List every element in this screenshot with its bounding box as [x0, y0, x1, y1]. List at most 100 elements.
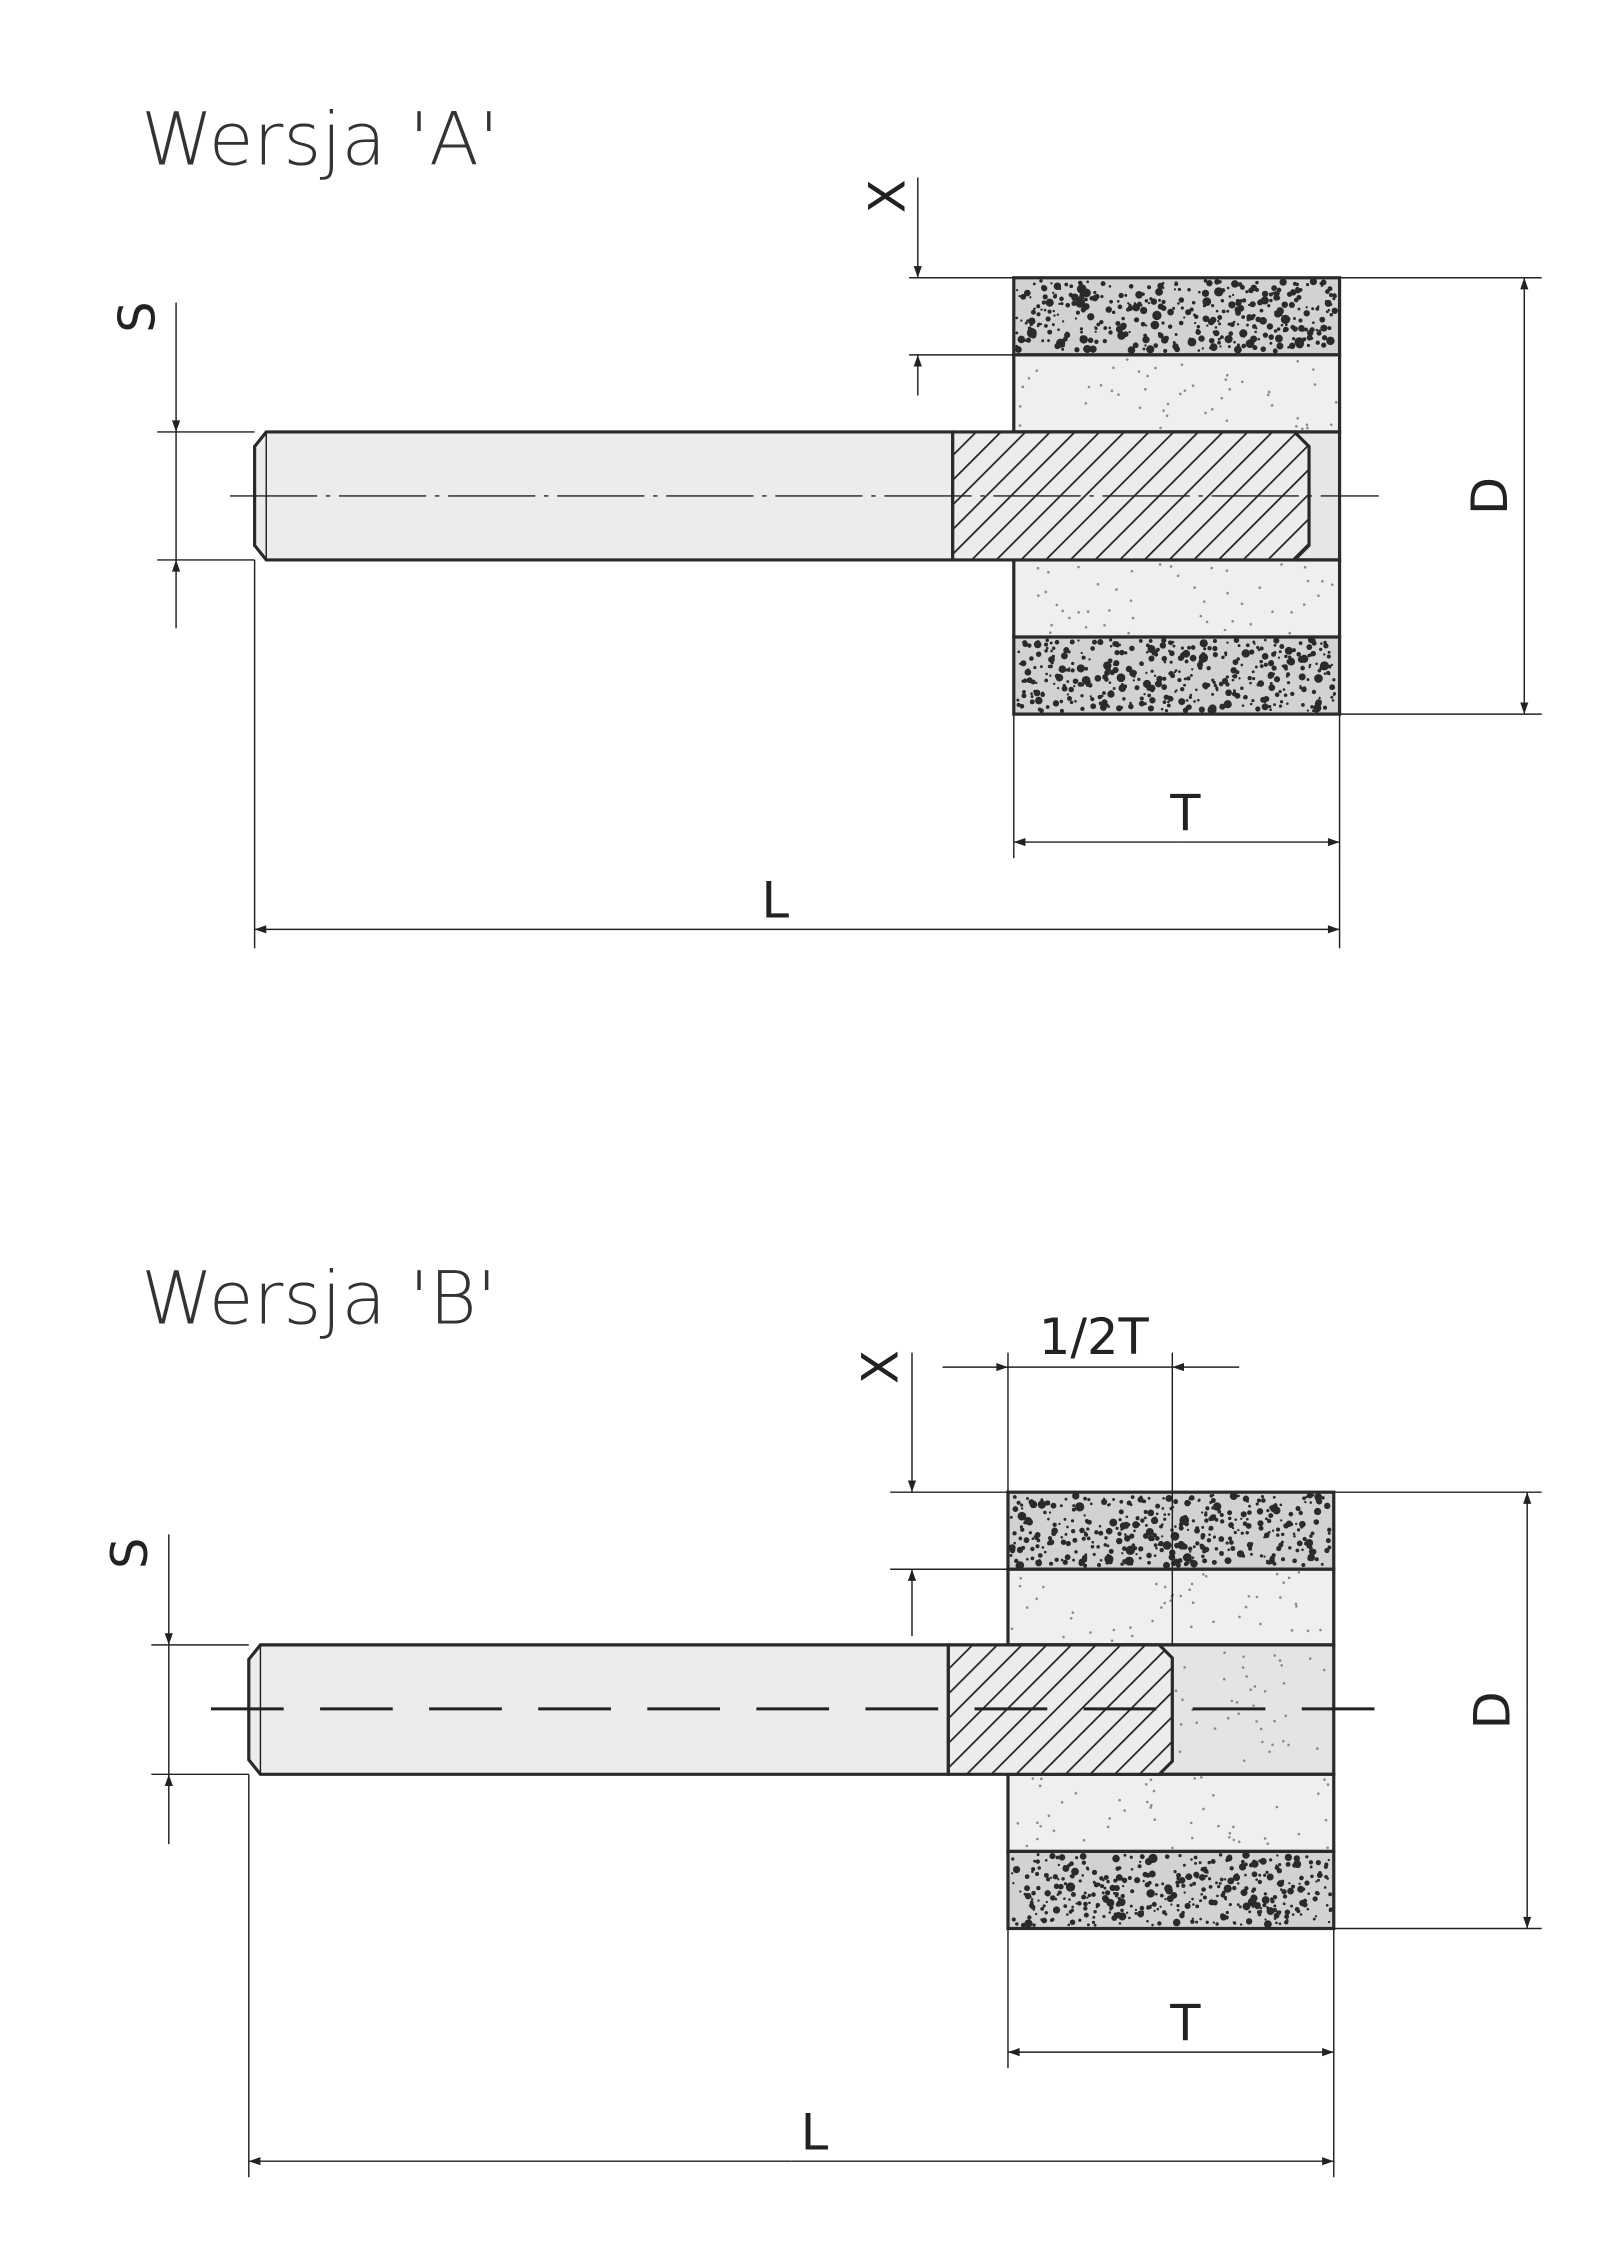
abrasive-grain	[1206, 1538, 1212, 1543]
abrasive-grain	[1252, 345, 1258, 351]
abrasive-grain	[1288, 301, 1295, 309]
abrasive-grain	[1295, 282, 1299, 287]
abrasive-texture	[1010, 1571, 1322, 1642]
abrasive-grain	[1248, 1546, 1253, 1551]
abrasive-grain	[1242, 1655, 1245, 1658]
abrasive-grain	[1245, 1675, 1248, 1678]
abrasive-grain	[1269, 708, 1272, 712]
abrasive-grain	[1125, 358, 1129, 361]
abrasive-grain	[1047, 309, 1052, 314]
abrasive-grain	[1085, 684, 1089, 687]
abrasive-grain	[1151, 1923, 1154, 1927]
abrasive-grain	[1283, 1523, 1289, 1529]
abrasive-grain	[1074, 347, 1080, 353]
abrasive-grain	[1103, 326, 1108, 330]
abrasive-grain	[1092, 639, 1097, 645]
abrasive-grain	[1100, 294, 1104, 299]
abrasive-grain	[1027, 1915, 1032, 1920]
abrasive-grain	[1072, 1504, 1076, 1508]
abrasive-grain	[1276, 342, 1284, 350]
label-t: T	[1169, 784, 1201, 842]
abrasive-grain	[1199, 614, 1203, 618]
abrasive-grain	[1052, 1874, 1059, 1880]
abrasive-grain	[1192, 1881, 1197, 1886]
abrasive-grain	[1061, 347, 1065, 351]
abrasive-grain	[1178, 1854, 1182, 1858]
abrasive-grain	[1045, 316, 1051, 322]
abrasive-grain	[1110, 389, 1114, 393]
abrasive-grain	[1307, 1557, 1312, 1561]
abrasive-grain	[1055, 338, 1066, 348]
abrasive-grain	[1225, 419, 1229, 423]
abrasive-grain	[1223, 1651, 1226, 1655]
abrasive-grain	[1196, 661, 1204, 668]
abrasive-grain	[1257, 680, 1265, 687]
abrasive-grain	[1017, 650, 1021, 654]
abrasive-grain	[1284, 1909, 1291, 1915]
abrasive-grain	[1280, 323, 1284, 327]
abrasive-grain	[1086, 1923, 1090, 1927]
abrasive-grain	[1205, 1874, 1208, 1878]
abrasive-grain	[1273, 643, 1277, 647]
abrasive-grain	[1142, 347, 1146, 351]
abrasive-grain	[1198, 1861, 1202, 1865]
abrasive-grain	[1075, 1502, 1085, 1512]
abrasive-grain	[1106, 1879, 1110, 1884]
abrasive-grain	[1051, 646, 1056, 650]
abrasive-grain	[1215, 309, 1219, 313]
abrasive-grain	[1071, 1507, 1076, 1512]
abrasive-grain	[1102, 338, 1108, 344]
abrasive-grain	[1257, 337, 1261, 341]
abrasive-grain	[1148, 1853, 1158, 1864]
abrasive-grain	[1301, 427, 1304, 431]
abrasive-grain	[1270, 334, 1273, 337]
abrasive-grain	[1259, 1906, 1263, 1910]
abrasive-grain	[1202, 1573, 1205, 1576]
abrasive-grain	[1015, 288, 1019, 292]
abrasive-grain	[1224, 335, 1233, 344]
abrasive-grain	[1167, 1513, 1171, 1516]
abrasive-grain	[1220, 396, 1224, 400]
abrasive-grain	[1064, 1532, 1068, 1536]
abrasive-grain	[1288, 1882, 1291, 1885]
abrasive-grain	[1274, 1865, 1280, 1871]
abrasive-grain	[1293, 1534, 1296, 1538]
abrasive-grain	[1315, 1880, 1318, 1883]
abrasive-grain	[1049, 674, 1052, 677]
abrasive-grain	[1152, 1532, 1157, 1538]
abrasive-grain	[1178, 320, 1184, 326]
abrasive-grain	[1048, 631, 1052, 634]
abrasive-grain	[1129, 669, 1137, 677]
abrasive-grain	[1016, 1546, 1024, 1554]
abrasive-grain	[1129, 599, 1133, 602]
abrasive-grain	[1210, 1498, 1216, 1503]
abrasive-grain	[1158, 332, 1164, 339]
abrasive-grain	[1087, 337, 1094, 344]
abrasive-grain	[1300, 665, 1305, 671]
abrasive-grain	[1172, 644, 1176, 648]
abrasive-grain	[1291, 662, 1295, 665]
abrasive-grain	[1240, 602, 1244, 606]
abrasive-grain	[1240, 1517, 1243, 1520]
abrasive-grain	[1247, 1854, 1250, 1857]
abrasive-grain	[1212, 645, 1218, 652]
abrasive-grain	[1273, 329, 1278, 333]
abrasive-grain	[1176, 1872, 1182, 1878]
abrasive-grain	[1327, 1527, 1332, 1533]
abrasive-grain	[1124, 1556, 1134, 1566]
abrasive-grain	[1145, 1527, 1154, 1536]
abrasive-grain	[1112, 1854, 1120, 1863]
abrasive-grain	[1110, 1639, 1114, 1642]
abrasive-grain	[1059, 1504, 1063, 1508]
abrasive-grain	[1259, 317, 1267, 325]
abrasive-grain	[1149, 697, 1156, 704]
abrasive-grain	[1329, 312, 1334, 317]
abrasive-grain	[1218, 1853, 1223, 1857]
abrasive-grain	[1093, 1923, 1097, 1927]
abrasive-grain	[1302, 1536, 1307, 1542]
abrasive-grain	[1306, 329, 1314, 337]
abrasive-grain	[1324, 1502, 1331, 1510]
abrasive-grain	[1269, 341, 1273, 345]
abrasive-grain	[1115, 320, 1121, 326]
abrasive-grain	[1305, 423, 1309, 427]
